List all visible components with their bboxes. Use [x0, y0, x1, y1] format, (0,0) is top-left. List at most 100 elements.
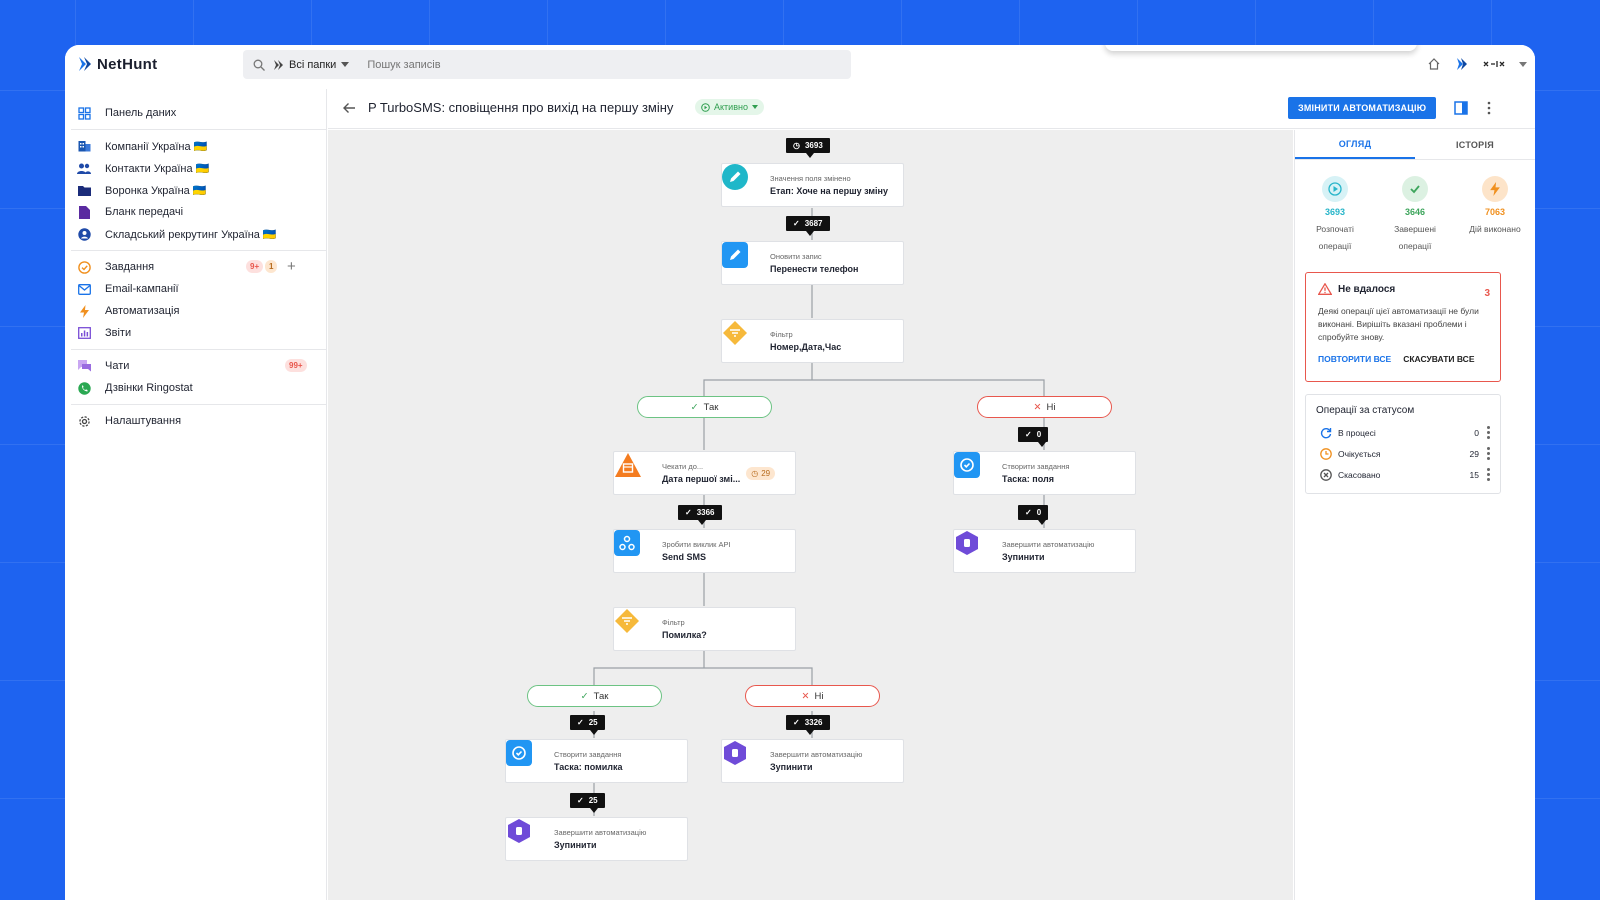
node-type: Завершити автоматизацію: [1002, 540, 1095, 549]
sidebar-item-automation[interactable]: Автоматизація: [65, 300, 326, 322]
sidebar-item-chats[interactable]: Чати 99+: [65, 355, 326, 377]
workflow-canvas[interactable]: ◷3693 ✓3687 ✓0 ✓3366 ✓0 ✓25 ✓3326 ✓25 Зн…: [328, 130, 1293, 900]
lightning-icon: [1482, 176, 1508, 202]
stop-hand-icon: [508, 819, 544, 852]
sidebar-item-label: Складський рекрутинг Україна 🇺🇦: [105, 228, 277, 241]
page-title: P TurboSMS: сповіщення про вихід на перш…: [368, 100, 674, 115]
stat-started: 3693 Розпочаті операції: [1295, 176, 1375, 255]
ops-title: Операції за статусом: [1316, 405, 1415, 416]
pencil-icon: [722, 164, 760, 198]
account-avatar-icon[interactable]: [1483, 59, 1505, 69]
tasks-today-badge: 1: [265, 260, 278, 273]
back-arrow-icon[interactable]: [342, 101, 356, 115]
sidebar-item-tasks[interactable]: Завдання 9+ 1 +: [65, 256, 326, 278]
ops-label: Очікується: [1338, 448, 1381, 459]
check-icon: [1402, 176, 1428, 202]
sidebar-item-label: Завдання: [105, 261, 155, 273]
account-chevron-icon[interactable]: [1519, 61, 1527, 67]
sidebar: Панель даних Компанії Україна 🇺🇦 Контакт…: [65, 89, 327, 900]
branch-yes[interactable]: ✓Так: [527, 685, 662, 707]
sidebar-item-label: Налаштування: [105, 415, 182, 427]
ops-label: В процесі: [1338, 427, 1376, 438]
more-vertical-icon[interactable]: [1487, 426, 1490, 439]
floating-popup-edge: [1105, 45, 1417, 51]
chat-icon: [77, 359, 91, 373]
waiting-badge: ◷29: [746, 466, 776, 480]
sidebar-item-label: Воронка Україна 🇺🇦: [105, 184, 207, 197]
folder-label: Всі папки: [289, 58, 337, 71]
sidebar-item-label: Контакти Україна 🇺🇦: [105, 162, 210, 175]
search-bar[interactable]: Всі папки: [243, 50, 851, 79]
add-task-icon[interactable]: +: [287, 258, 296, 275]
sidebar-item-ringostat[interactable]: Дзвінки Ringostat: [65, 377, 326, 399]
close-icon: ✕: [801, 690, 810, 702]
filter-icon: [723, 321, 760, 354]
branch-no[interactable]: ✕Ні: [977, 396, 1112, 418]
ops-row-in-progress[interactable]: В процесі 0: [1316, 422, 1490, 443]
sidebar-item-email-campaigns[interactable]: Email-кампанії: [65, 278, 326, 300]
node-value: Зупинити: [1002, 552, 1045, 562]
panel-toggle-icon[interactable]: [1453, 100, 1469, 116]
tab-overview[interactable]: ОГЛЯД: [1295, 130, 1415, 159]
cancel-all-button[interactable]: СКАСУВАТИ ВСЕ: [1403, 354, 1475, 364]
close-icon: ✕: [1033, 401, 1042, 413]
node-type: Оновити запис: [770, 252, 822, 261]
top-right-controls: [1427, 57, 1527, 71]
sidebar-item-companies[interactable]: Компанії Україна 🇺🇦: [65, 135, 326, 157]
retry-all-button[interactable]: ПОВТОРИТИ ВСЕ: [1318, 354, 1392, 364]
stat-label: Дій виконано: [1469, 224, 1521, 234]
ops-row-cancelled[interactable]: Скасовано 15: [1316, 464, 1490, 485]
nethunt-extension-icon[interactable]: [1455, 57, 1469, 71]
user-circle-icon: [77, 227, 91, 241]
sidebar-item-contacts[interactable]: Контакти Україна 🇺🇦: [65, 157, 326, 179]
failure-card: Не вдалося 3 Деякі операції цієї автомат…: [1305, 272, 1501, 382]
stat-label: Розпочаті: [1316, 224, 1354, 234]
sidebar-item-funnel[interactable]: Воронка Україна 🇺🇦: [65, 179, 326, 201]
stat-label: операції: [1398, 241, 1432, 251]
tab-history[interactable]: ІСТОРІЯ: [1455, 139, 1495, 150]
people-icon: [77, 161, 91, 175]
search-input[interactable]: [367, 58, 768, 71]
calendar-warning-icon: [615, 453, 652, 486]
sidebar-item-reports[interactable]: Звіти: [65, 322, 326, 344]
more-vertical-icon[interactable]: [1487, 468, 1490, 481]
sidebar-item-label: Дзвінки Ringostat: [105, 382, 193, 394]
cancel-circle-icon: [1320, 468, 1332, 481]
details-panel: ОГЛЯД ІСТОРІЯ 3693 Розпочаті операції 36…: [1294, 130, 1535, 900]
sidebar-item-settings[interactable]: Налаштування: [65, 410, 326, 432]
flow-node-wait[interactable]: Чекати до...Дата першої змі... ◷29: [613, 451, 796, 495]
more-vertical-icon[interactable]: [1481, 100, 1497, 116]
edit-automation-button[interactable]: ЗМІНИТИ АВТОМАТИЗАЦІЮ: [1288, 97, 1437, 119]
chevron-down-icon: [751, 105, 758, 109]
branch-yes[interactable]: ✓Так: [637, 396, 772, 418]
sidebar-item-label: Бланк передачі: [105, 206, 184, 218]
branch-no[interactable]: ✕Ні: [745, 685, 880, 707]
node-type: Створити завдання: [554, 750, 622, 759]
sidebar-item-dashboard[interactable]: Панель даних: [65, 102, 326, 124]
more-vertical-icon[interactable]: [1487, 447, 1490, 460]
filter-icon: [615, 609, 652, 642]
failure-description: Деякі операції цієї автоматизації не бул…: [1318, 306, 1479, 342]
sidebar-item-label: Чати: [105, 360, 130, 372]
home-icon[interactable]: [1427, 57, 1441, 71]
stat-value: 7063: [1484, 207, 1506, 217]
divider: [71, 250, 326, 251]
app-logo[interactable]: NetHunt: [77, 55, 157, 73]
ops-row-waiting[interactable]: Очікується 29: [1316, 443, 1490, 464]
panel-tabs: ОГЛЯД ІСТОРІЯ: [1295, 130, 1535, 160]
execution-counter: ✓0: [1018, 427, 1049, 447]
status-dropdown[interactable]: Активно: [695, 99, 764, 115]
sidebar-item-recruiting[interactable]: Складський рекрутинг Україна 🇺🇦: [65, 223, 326, 245]
sidebar-item-transfer-form[interactable]: Бланк передачі: [65, 201, 326, 223]
folder-select[interactable]: Всі папки: [273, 58, 350, 71]
